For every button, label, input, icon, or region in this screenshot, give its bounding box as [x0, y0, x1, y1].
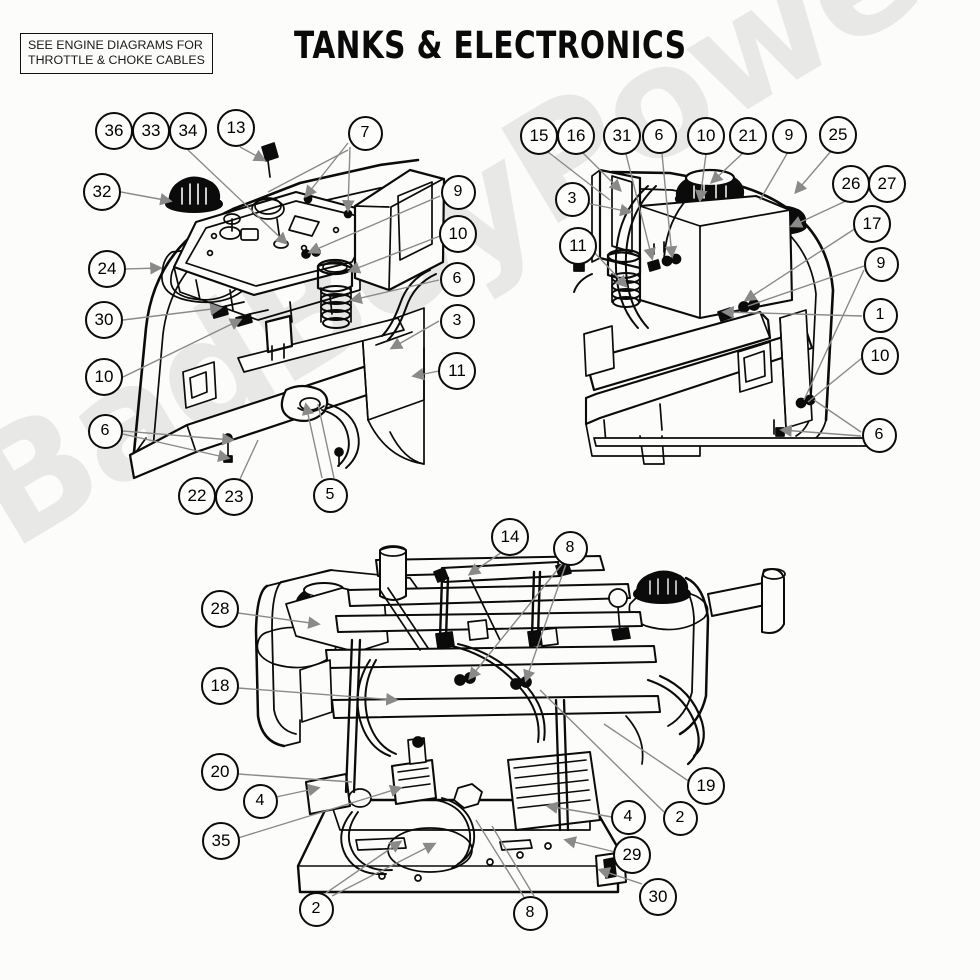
callout-top-right-31[interactable]: 31 [603, 117, 641, 155]
callout-bottom-2[interactable]: 2 [662, 800, 698, 836]
callout-bottom-8[interactable]: 8 [552, 530, 588, 566]
art-top-left [128, 142, 446, 480]
page-title: TANKS & ELECTRONICS [0, 24, 980, 67]
callout-top-left-10[interactable]: 10 [439, 215, 477, 253]
callout-top-right-1[interactable]: 1 [862, 297, 898, 333]
callout-top-left-30[interactable]: 30 [85, 301, 123, 339]
callout-top-right-6[interactable]: 6 [861, 417, 897, 453]
callout-top-right-6[interactable]: 6 [641, 118, 677, 154]
callout-bottom-29[interactable]: 29 [613, 836, 651, 874]
callout-bottom-20[interactable]: 20 [201, 753, 239, 791]
callout-top-right-11[interactable]: 11 [559, 227, 597, 265]
callout-bottom-35[interactable]: 35 [202, 822, 240, 860]
callout-top-left-11[interactable]: 11 [438, 352, 476, 390]
callout-top-right-10[interactable]: 10 [861, 337, 899, 375]
callout-bottom-4[interactable]: 4 [242, 783, 278, 819]
callout-top-left-5[interactable]: 5 [312, 477, 348, 513]
note-line-2: THROTTLE & CHOKE CABLES [28, 53, 205, 67]
callout-top-left-3[interactable]: 3 [439, 303, 475, 339]
callout-bottom-14[interactable]: 14 [491, 518, 529, 556]
callout-top-left-10[interactable]: 10 [85, 358, 123, 396]
callout-bottom-28[interactable]: 28 [201, 590, 239, 628]
callout-top-left-36[interactable]: 36 [95, 112, 133, 150]
callout-top-right-21[interactable]: 21 [729, 117, 767, 155]
callout-top-left-33[interactable]: 33 [132, 112, 170, 150]
note-line-1: SEE ENGINE DIAGRAMS FOR [28, 38, 203, 52]
callout-top-left-6[interactable]: 6 [439, 261, 475, 297]
callout-bottom-18[interactable]: 18 [201, 667, 239, 705]
callout-top-left-7[interactable]: 7 [347, 115, 383, 151]
callout-bottom-19[interactable]: 19 [687, 767, 725, 805]
callout-top-left-23[interactable]: 23 [215, 478, 253, 516]
callout-top-left-34[interactable]: 34 [169, 112, 207, 150]
callout-top-left-6[interactable]: 6 [87, 413, 123, 449]
art-top-right [573, 168, 875, 465]
callout-bottom-2[interactable]: 2 [298, 891, 334, 927]
callout-top-right-17[interactable]: 17 [853, 205, 891, 243]
callout-bottom-8[interactable]: 8 [512, 895, 548, 931]
watermark-text: BadBoyPowerParts.com [0, 0, 980, 582]
callout-top-right-3[interactable]: 3 [554, 181, 590, 217]
callout-top-right-25[interactable]: 25 [819, 116, 857, 154]
callout-top-left-13[interactable]: 13 [217, 109, 255, 147]
callout-top-left-22[interactable]: 22 [178, 477, 216, 515]
callout-top-right-15[interactable]: 15 [520, 117, 558, 155]
callout-top-left-9[interactable]: 9 [440, 174, 476, 210]
callout-bottom-4[interactable]: 4 [610, 799, 646, 835]
page-title-text: TANKS & ELECTRONICS [293, 24, 687, 67]
art-bottom [254, 545, 786, 894]
callout-bottom-30[interactable]: 30 [639, 878, 677, 916]
callout-top-right-26[interactable]: 26 [832, 165, 870, 203]
callout-top-right-9[interactable]: 9 [771, 118, 807, 154]
callout-top-right-10[interactable]: 10 [687, 117, 725, 155]
callout-top-left-24[interactable]: 24 [88, 250, 126, 288]
see-engine-diagrams-note: SEE ENGINE DIAGRAMS FOR THROTTLE & CHOKE… [20, 33, 213, 74]
callout-top-left-32[interactable]: 32 [83, 173, 121, 211]
callout-top-right-27[interactable]: 27 [868, 165, 906, 203]
callout-top-right-16[interactable]: 16 [557, 117, 595, 155]
callout-top-right-9[interactable]: 9 [863, 246, 899, 282]
